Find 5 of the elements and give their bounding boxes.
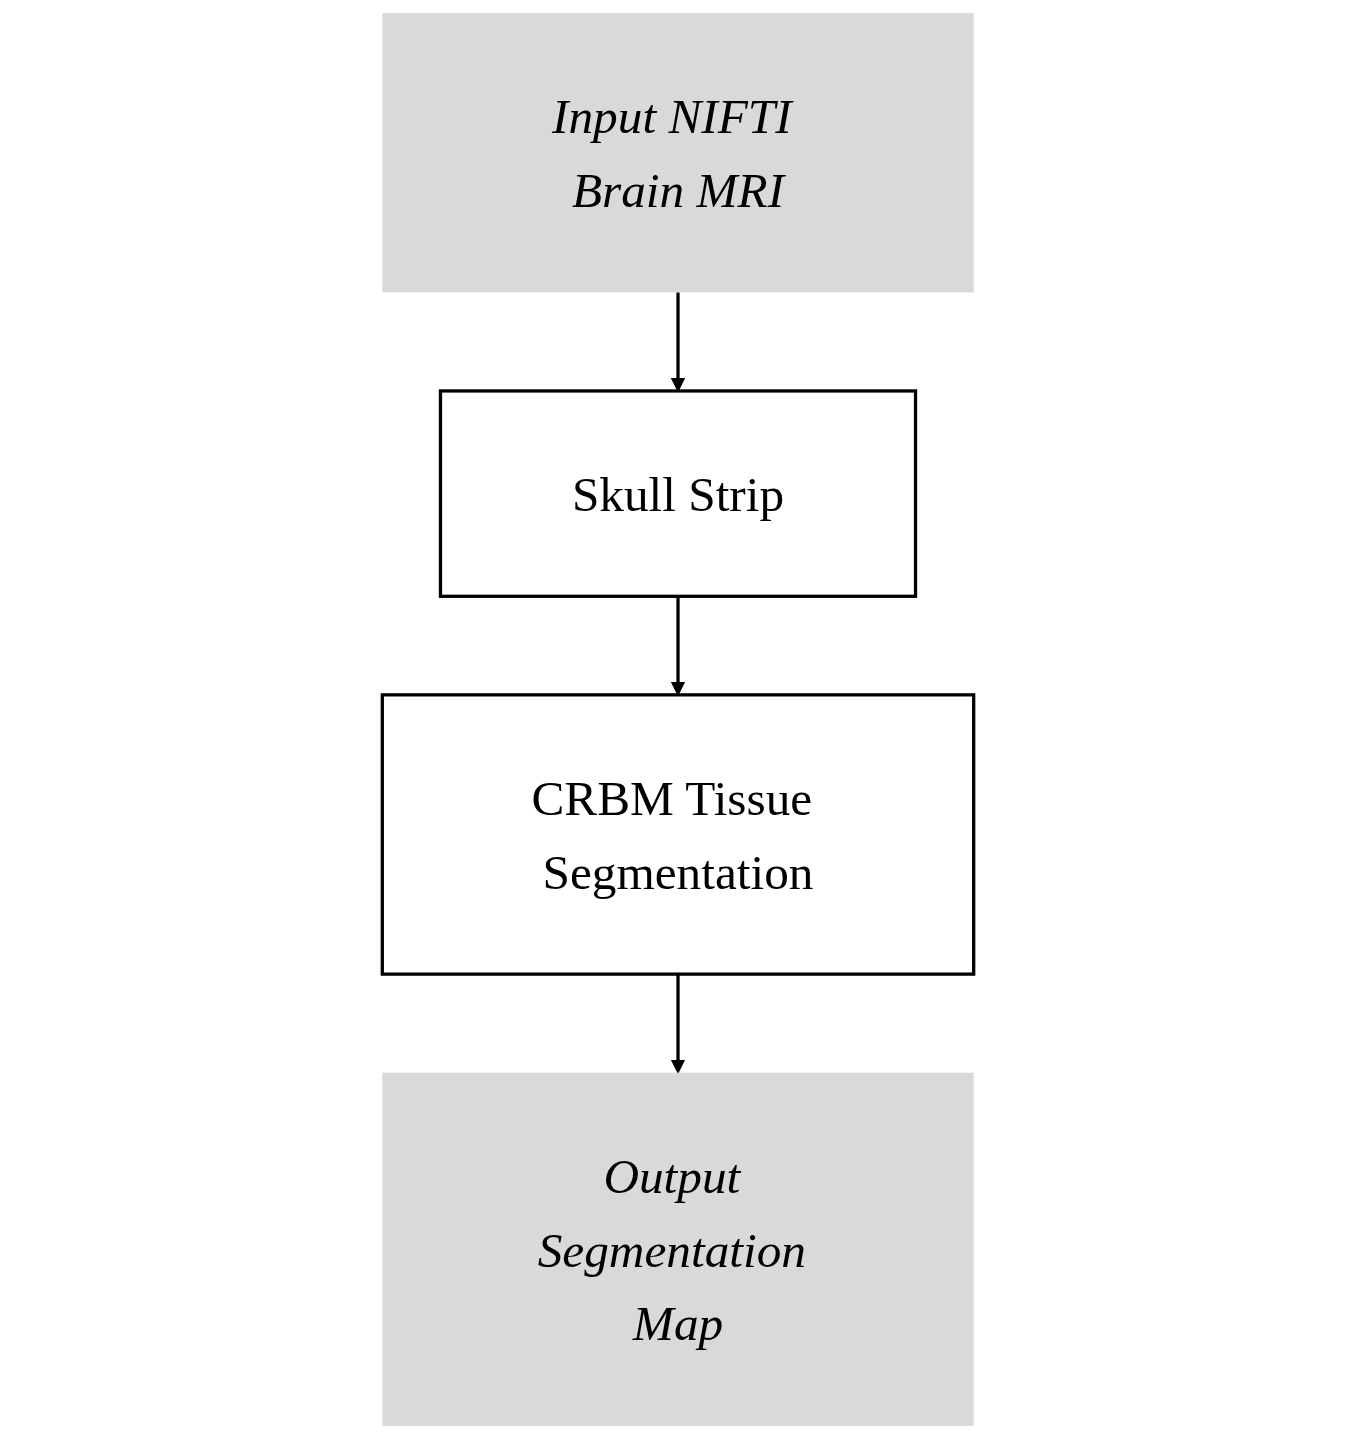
node-box: CRBM Tissue Segmentation — [380, 693, 976, 976]
node-box: Skull Strip — [438, 389, 918, 598]
arrow — [670, 974, 686, 1074]
node-box: Input NIFTI Brain MRI — [382, 13, 974, 293]
node-box: Output Segmentation Map — [382, 1072, 974, 1426]
